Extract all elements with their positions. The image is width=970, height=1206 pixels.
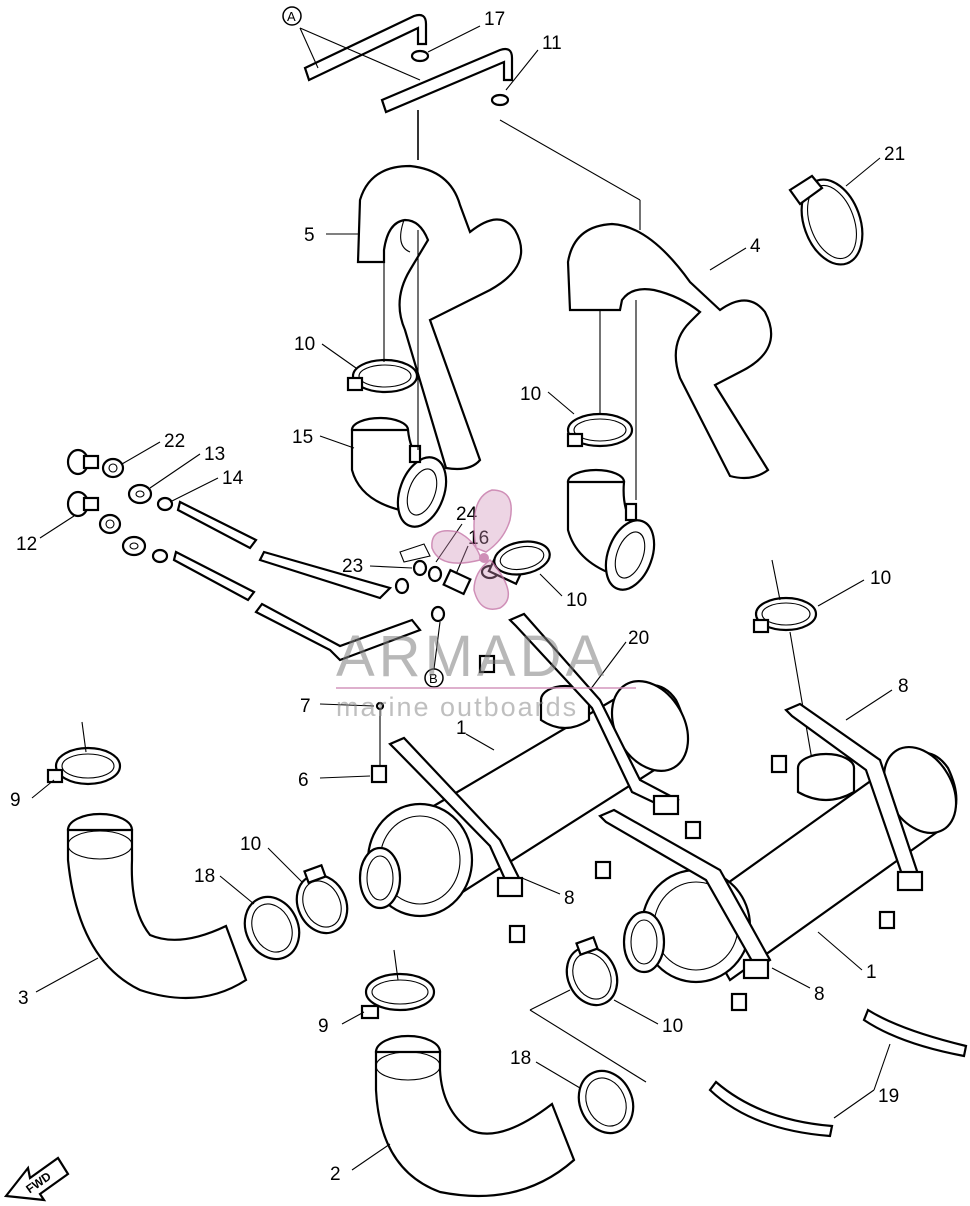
part-label-12: 12 — [16, 534, 37, 555]
part-label-21: 21 — [884, 144, 905, 165]
part-label-6: 6 — [298, 770, 309, 791]
part-label-3: 3 — [18, 988, 29, 1009]
exhaust-elbow-right — [566, 468, 656, 591]
part-label-19: 19 — [878, 1086, 899, 1107]
hose-clamp-10-lower-right — [529, 935, 647, 1083]
part-label-13: 13 — [204, 444, 225, 465]
exhaust-pipe-3 — [66, 812, 248, 1000]
part-label-10-c: 10 — [566, 590, 587, 611]
part-label-9-b: 9 — [318, 1016, 329, 1037]
armada-watermark: ARMADA marine outboards — [336, 489, 636, 722]
reference-mark-a: A — [282, 6, 302, 26]
part-label-8-c: 8 — [814, 984, 825, 1005]
part-label-10-a: 10 — [294, 334, 315, 355]
rubber-strip-19 — [708, 1008, 968, 1138]
part-label-18-b: 18 — [510, 1048, 531, 1069]
elbow-hose-5 — [356, 164, 523, 471]
hose-clamp-10-upper-left — [346, 358, 419, 394]
part-label-10-f: 10 — [662, 1016, 683, 1037]
part-label-8-a: 8 — [898, 676, 909, 697]
strap-8-rear — [388, 612, 680, 898]
strap-8-front — [598, 702, 924, 980]
part-label-10-e: 10 — [240, 834, 261, 855]
top-hose-assembly — [299, 13, 641, 230]
part-label-9-a: 9 — [10, 790, 21, 811]
hose-clamp-21 — [788, 174, 864, 266]
clip-fasteners — [370, 654, 896, 1012]
part-label-8-b: 8 — [564, 888, 575, 909]
part-label-23: 23 — [342, 556, 363, 577]
part-label-17: 17 — [484, 9, 505, 30]
part-label-1-b: 1 — [866, 962, 877, 983]
hose-clamp-10-upper-right — [566, 412, 634, 448]
part-label-24: 24 — [456, 504, 478, 525]
watermark-tagline: marine outboards — [336, 692, 578, 722]
part-label-2: 2 — [330, 1164, 341, 1185]
part-label-22: 22 — [164, 431, 185, 452]
exhaust-elbow-15 — [350, 416, 448, 528]
part-label-11: 11 — [542, 33, 562, 54]
reference-mark-a-label: A — [287, 9, 296, 24]
seal-ring-18-upper — [243, 895, 301, 961]
exhaust-pipe-2 — [374, 1034, 576, 1198]
fwd-arrow-icon: FWD — [3, 1156, 70, 1202]
watermark-brand: ARMADA — [336, 624, 608, 689]
seal-ring-18-lower — [577, 1069, 635, 1135]
assembly-leader-lines — [383, 230, 637, 500]
elbow-hose-4 — [566, 222, 773, 480]
label-leader-lines — [31, 25, 893, 1171]
part-label-20: 20 — [628, 628, 649, 649]
part-label-4: 4 — [750, 236, 761, 257]
part-label-15: 15 — [292, 427, 313, 448]
hose-clamp-10-lower-left — [295, 863, 349, 935]
hose-clamp-9-lower — [360, 949, 436, 1020]
part-label-5: 5 — [304, 225, 315, 246]
part-number-labels: 17 11 21 5 4 10 10 15 22 13 14 12 24 16 … — [10, 9, 909, 1185]
part-label-1-a: 1 — [456, 718, 467, 739]
drain-fittings — [66, 448, 174, 564]
hose-clamp-10-right — [752, 559, 818, 761]
hose-clamp-9-left — [46, 721, 122, 786]
reference-mark-b-label: B — [429, 671, 438, 686]
part-label-7: 7 — [300, 696, 311, 717]
water-hoses — [172, 500, 446, 662]
hose-clamp-10-mid — [493, 540, 551, 576]
part-label-10-b: 10 — [520, 384, 541, 405]
part-label-10-d: 10 — [870, 568, 891, 589]
propeller-logo-icon — [431, 489, 512, 610]
part-label-14: 14 — [222, 468, 244, 489]
part-label-18-a: 18 — [194, 866, 215, 887]
